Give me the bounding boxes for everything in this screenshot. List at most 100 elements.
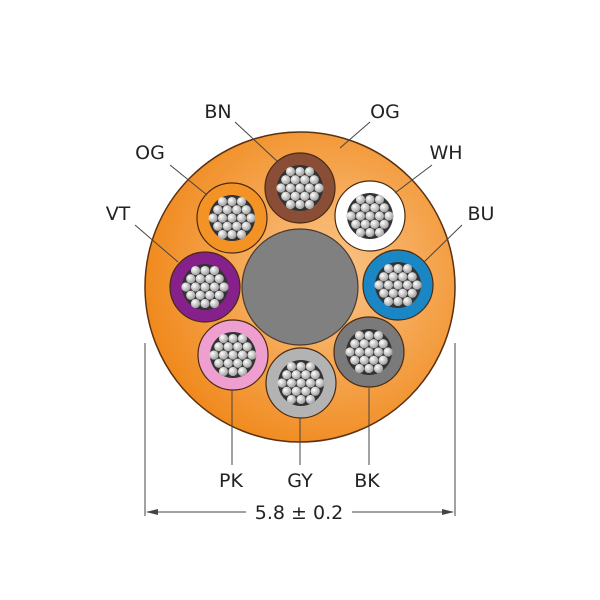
strand: [227, 196, 237, 207]
leader-bn: [234, 121, 279, 163]
leader-vt: [134, 224, 179, 263]
label-vt: VT: [106, 203, 131, 225]
strand: [277, 378, 287, 388]
strand: [300, 191, 310, 201]
strand: [295, 199, 305, 210]
strand: [213, 205, 223, 215]
strand: [373, 347, 384, 357]
strand: [209, 282, 220, 292]
strand: [282, 386, 292, 396]
strand: [217, 196, 228, 207]
strand: [285, 166, 296, 177]
strand: [354, 347, 365, 357]
strand: [190, 265, 201, 276]
conductor-bu: [362, 249, 434, 321]
strand: [300, 175, 310, 185]
strand: [290, 191, 300, 201]
strand: [402, 263, 413, 274]
strand: [228, 366, 238, 377]
strand: [354, 363, 365, 374]
strand: [241, 205, 251, 215]
strand: [237, 366, 248, 377]
conductor-bn: [264, 152, 336, 224]
strand: [383, 347, 393, 357]
strand: [305, 361, 316, 372]
strand: [360, 203, 370, 213]
strand: [398, 272, 408, 282]
strand: [209, 298, 220, 309]
strand: [355, 227, 366, 238]
strand: [233, 342, 243, 352]
strand: [354, 330, 365, 341]
strand: [310, 386, 320, 396]
strand: [315, 378, 325, 388]
strand: [345, 347, 355, 357]
strand: [365, 194, 375, 205]
strand: [190, 282, 201, 292]
strand: [218, 350, 229, 360]
strand: [350, 355, 360, 365]
strand: [242, 342, 252, 352]
strand: [364, 347, 374, 357]
strand: [295, 183, 305, 193]
strand: [281, 191, 291, 201]
strand: [227, 213, 237, 223]
strand: [233, 358, 243, 368]
strand: [388, 288, 398, 298]
strand: [236, 229, 247, 240]
strand: [359, 355, 369, 365]
strand: [374, 194, 385, 205]
strand: [181, 282, 191, 292]
label-pk: PK: [219, 470, 243, 492]
strand: [296, 378, 306, 388]
strand: [383, 263, 394, 274]
strand: [241, 221, 251, 231]
strand: [186, 290, 196, 300]
strand: [228, 350, 238, 360]
arrow-right: [442, 509, 454, 515]
strand: [222, 221, 232, 231]
strand: [200, 265, 210, 276]
strand: [379, 219, 389, 229]
strand: [227, 229, 237, 240]
strand: [286, 378, 297, 388]
strand: [384, 211, 394, 221]
strand: [350, 339, 360, 349]
strand: [314, 183, 324, 193]
leader-bu: [423, 224, 463, 263]
strand: [247, 350, 257, 360]
strand: [383, 296, 394, 307]
strand: [195, 274, 205, 284]
strand: [309, 191, 319, 201]
strand: [232, 221, 242, 231]
center-filler: [241, 228, 359, 346]
strand: [286, 394, 297, 405]
strand: [213, 221, 223, 231]
strand: [355, 194, 366, 205]
strand: [236, 213, 247, 223]
strand: [373, 330, 384, 341]
strand: [393, 263, 403, 274]
strand: [205, 290, 215, 300]
strand: [214, 358, 224, 368]
strand: [237, 333, 248, 344]
strand: [217, 213, 228, 223]
strand: [214, 342, 224, 352]
strand: [217, 229, 228, 240]
strand: [296, 361, 306, 372]
strand: [374, 280, 384, 290]
strand: [236, 196, 247, 207]
strand: [205, 274, 215, 284]
conductor-vt: [169, 251, 241, 323]
strand: [304, 199, 315, 210]
strand: [379, 288, 389, 298]
strand: [365, 227, 375, 238]
strand: [214, 290, 224, 300]
strand: [402, 296, 413, 307]
strand: [393, 296, 403, 307]
conductor-wh: [334, 180, 406, 252]
strand: [364, 330, 374, 341]
strand: [219, 282, 229, 292]
strand: [286, 361, 297, 372]
strand: [209, 265, 220, 276]
